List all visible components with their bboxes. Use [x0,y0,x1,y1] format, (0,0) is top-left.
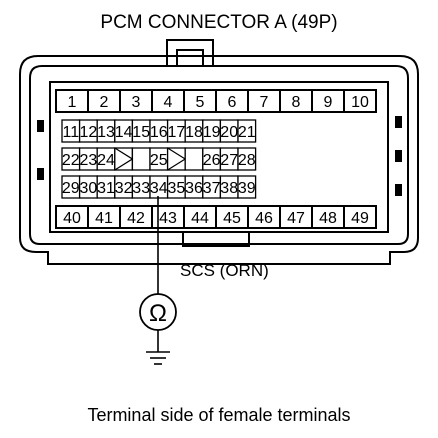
terminal-number: 14 [115,124,133,141]
terminal-number: 27 [220,152,238,169]
left-rib-bottom [37,168,44,180]
right-rib-top [395,116,402,128]
terminal-number: 36 [185,180,203,197]
terminal-number: 12 [80,124,98,141]
terminal-number: 24 [97,152,115,169]
terminal-cell [237,175,257,199]
terminal-number: 13 [97,124,115,141]
terminal-number: 19 [203,124,221,141]
connector-housing [19,39,419,265]
top-latch-inner [176,49,204,67]
blank-cavity [114,147,134,171]
terminal-number: 41 [95,210,113,227]
terminal-number: 45 [223,210,241,227]
terminal-number: 25 [150,152,168,169]
terminal-number: 47 [287,210,305,227]
terminal-number: 7 [260,94,269,111]
terminal-number: 31 [97,180,115,197]
terminal-number: 46 [255,210,273,227]
terminal-number: 26 [203,152,221,169]
terminal-number: 34 [150,180,168,197]
terminal-number: 8 [292,94,301,111]
terminal-number: 37 [203,180,221,197]
side-ribs [37,116,402,196]
terminal-number: 2 [100,94,109,111]
bottom-key [182,231,250,247]
terminal-number: 21 [238,124,256,141]
terminal-number: 18 [185,124,203,141]
ohm-symbol: Ω [149,300,167,327]
terminal-number: 48 [319,210,337,227]
terminal-number: 29 [62,180,80,197]
terminal-number: 32 [115,180,133,197]
terminal-cell [343,205,377,229]
top-latch-outer [166,39,214,67]
terminal-cell [237,119,257,143]
terminal-number: 49 [351,210,369,227]
terminal-number: 42 [127,210,145,227]
terminal-number: 5 [196,94,205,111]
right-rib-mid [395,150,402,162]
probe-circuit [139,196,177,365]
terminal-cell [343,89,377,113]
diagram-title: PCM CONNECTOR A (49P) [100,12,337,33]
ground-icon [146,351,170,365]
terminal-number: 17 [168,124,186,141]
blank-cavity [131,147,151,171]
terminal-number: 6 [228,94,237,111]
right-rib-bottom [395,184,402,196]
terminal-number: 3 [132,94,141,111]
terminal-number: 4 [164,94,173,111]
housing-outer [19,55,419,265]
terminal-cell [237,147,257,171]
terminal-number: 11 [62,124,79,141]
terminal-number: 23 [80,152,98,169]
terminal-number: 43 [159,210,177,227]
terminal-number: 39 [238,180,256,197]
terminal-number: 16 [150,124,168,141]
terminal-number: 35 [168,180,186,197]
blank-cavity [166,147,186,171]
terminal-number: 10 [351,94,369,111]
terminal-number: 28 [238,152,256,169]
housing-inner [29,65,409,245]
probe-label: SCS (ORN) [180,261,269,280]
terminal-number: 33 [132,180,150,197]
terminal-number: 30 [80,180,98,197]
terminal-number: 20 [220,124,238,141]
footer-caption: Terminal side of female terminals [87,405,350,425]
terminal-number: 38 [220,180,238,197]
blank-cavity [184,147,204,171]
terminal-number: 9 [324,94,333,111]
terminal-number: 40 [63,210,81,227]
left-rib-top [37,120,44,132]
terminal-number: 22 [62,152,80,169]
terminal-number: 1 [68,94,77,111]
terminal-number: 15 [132,124,150,141]
terminal-number: 44 [191,210,209,227]
